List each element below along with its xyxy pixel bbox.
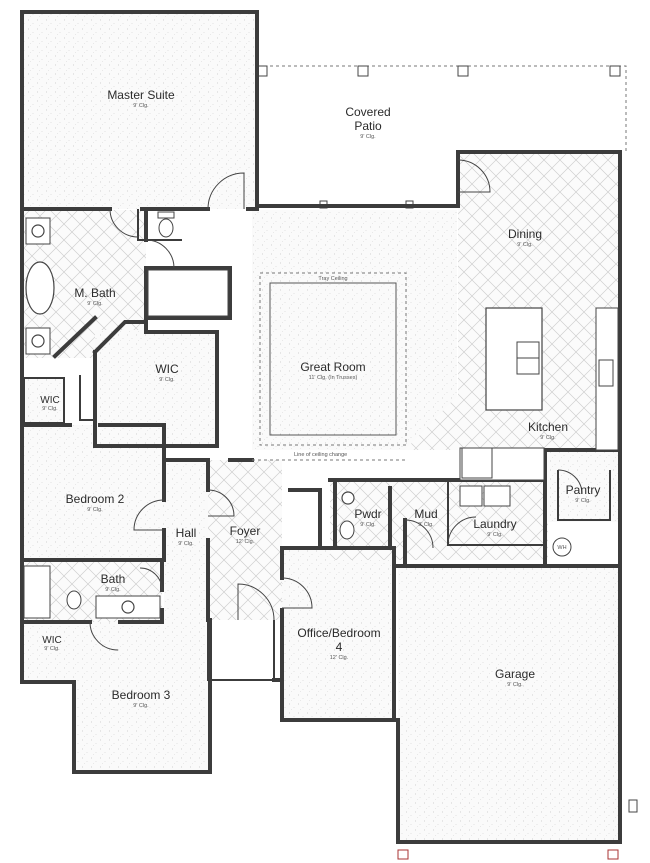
office-label-line1: Office/Bedroom [297,626,380,640]
master-suite-label: Master Suite [107,88,175,102]
wic-bed3-label: WIC [42,635,61,646]
meter-box [628,799,638,813]
patio-post [357,65,369,77]
hall-label: Hall [176,526,197,540]
wic-bed3-ceiling: 9' Clg. [44,646,60,652]
kitchen-ceiling: 9' Clg. [540,435,556,441]
covered-patio-label-line2: Patio [354,119,382,133]
dining-ceiling: 9' Clg. [517,242,533,248]
wic-bed3-floor [22,622,74,682]
entry-floor [208,620,274,680]
patio-post [609,65,621,77]
tray-ceiling-note: Tray Ceiling [318,276,347,282]
master-suite-floor [22,12,257,209]
hall-ceiling: 9' Clg. [178,541,194,547]
mud-label: Mud [414,507,437,521]
tray-ceiling: Tray Ceiling Line of ceiling change [252,272,407,461]
dryer [483,485,511,507]
ceiling-change-note: Line of ceiling change [294,452,347,458]
great-room-ceiling: 11' Clg. (In Trusses) [309,375,358,381]
office-ceiling: 12' Clg. [330,655,349,661]
room-labels: Master Suite 9' Clg. Covered Patio 9' Cl… [40,88,600,709]
hose-bib [397,849,409,860]
garage-floor [398,566,620,842]
wic-small-label: WIC [40,395,59,406]
master-suite-ceiling: 9' Clg. [133,103,149,109]
dining-label: Dining [508,227,542,241]
bedroom-3-label: Bedroom 3 [112,688,171,702]
kitchen-fixtures [461,307,619,479]
water-heater-label: WH [557,545,566,551]
toilet [339,520,355,540]
pwdr-ceiling: 9' Clg. [360,522,376,528]
bathtub [23,565,51,619]
foyer-label: Foyer [230,524,261,538]
great-room-label: Great Room [300,360,365,374]
bath-fixtures: WH [23,211,572,619]
covered-patio-ceiling: 9' Clg. [360,134,376,140]
toilet [66,590,82,610]
washer [459,485,483,507]
small-wic-box [23,377,65,424]
covered-patio-label-line1: Covered [345,105,390,119]
door-swings [89,159,583,651]
pantry-ceiling: 9' Clg. [575,498,591,504]
range [598,359,614,387]
garage-label: Garage [495,667,535,681]
toilet [158,218,174,238]
foyer-ceiling: 12' Clg. [236,539,255,545]
hall-floor [164,460,208,628]
office-label-line2: 4 [336,640,343,654]
kitchen-label: Kitchen [528,420,568,434]
m-bath-label: M. Bath [74,286,115,300]
water-heater [552,537,572,557]
exterior-markers [397,799,638,860]
great-room-floor [252,210,457,450]
m-bath-ceiling: 9' Clg. [87,301,103,307]
wic-master-ceiling: 9' Clg. [159,377,175,383]
bedroom-3-floor [74,622,210,772]
refrigerator [461,447,493,479]
bedroom-3-ceiling: 9' Clg. [133,703,149,709]
bathtub [25,261,55,315]
hose-bib [607,849,619,860]
great-room-angled [405,395,458,450]
garage-ceiling: 9' Clg. [507,682,523,688]
mud-ceiling: 9' Clg. [418,522,434,528]
patio-post [457,65,469,77]
bedroom-2-label: Bedroom 2 [66,492,125,506]
laundry-ceiling: 9' Clg. [487,532,503,538]
wic-master-label: WIC [155,362,179,376]
pwdr-label: Pwdr [354,507,381,521]
shower [147,269,229,317]
laundry-label: Laundry [473,517,516,531]
bedroom-2-ceiling: 9' Clg. [87,507,103,513]
bath-ceiling: 9' Clg. [105,587,121,593]
bath-label: Bath [101,572,126,586]
toilet-tank [157,211,175,219]
office-floor [282,548,394,720]
wic-small-ceiling: 9' Clg. [42,406,58,412]
pantry-label: Pantry [566,483,601,497]
foyer-floor [208,460,282,620]
